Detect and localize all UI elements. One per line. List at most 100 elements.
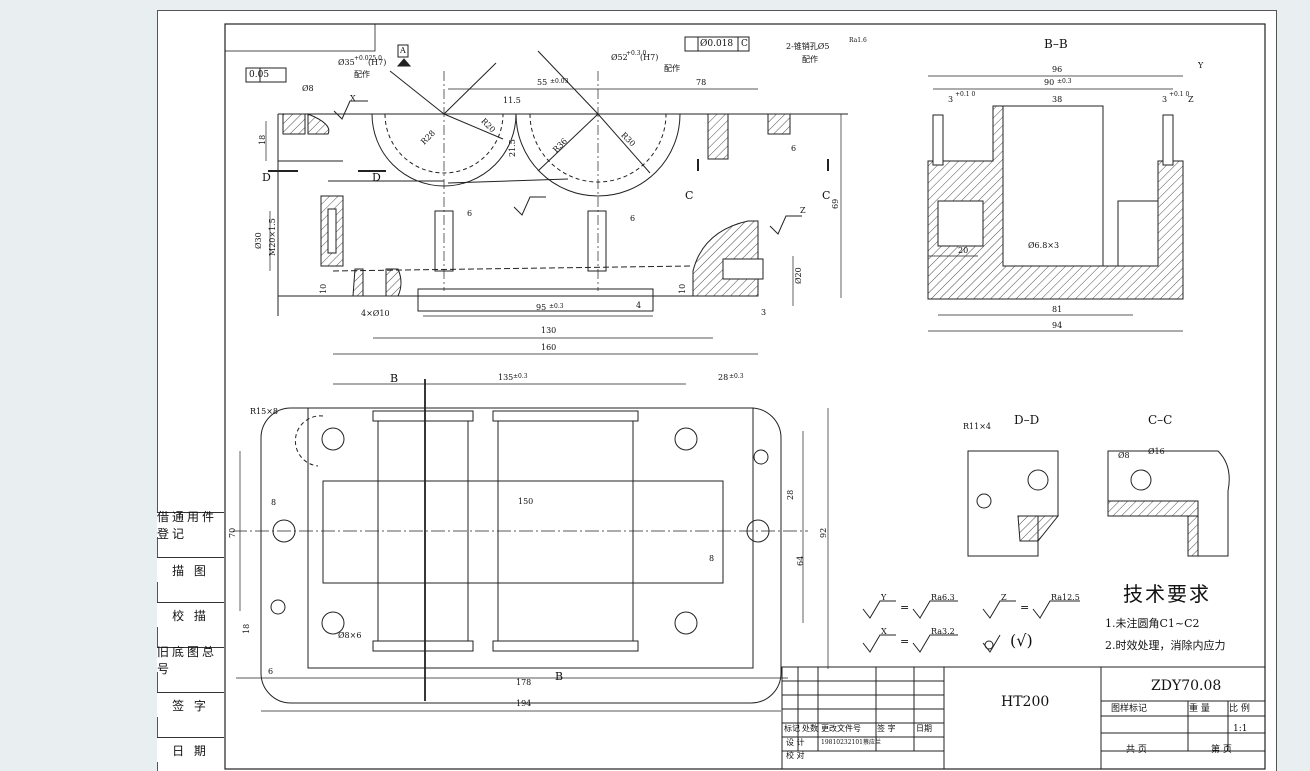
plan-view (233, 379, 829, 712)
pin-sub-note: 配作 (802, 55, 818, 64)
bore1-dim: Ø35 (338, 58, 355, 67)
design-value: 19810232101蔡应兰 (821, 739, 881, 746)
dim-m20: M20×1.5 (268, 218, 277, 256)
plan-dim-194: 194 (516, 699, 532, 708)
plan-section-b-top: B (390, 372, 399, 385)
header-weight: 重 量 (1189, 704, 1210, 714)
dim-55-tol: ±0.03 (550, 78, 569, 85)
plan-dim-28a-tol: ±0.3 (729, 373, 744, 380)
datum-a-label: A (400, 46, 406, 55)
dim-78: 78 (696, 78, 707, 87)
section-d-left: D (262, 171, 271, 184)
dim-160: 160 (541, 343, 557, 352)
bb-dim-94: 94 (1052, 321, 1063, 330)
col-qty: 处数 (802, 724, 818, 733)
bore1-tol: +0.025 0 (354, 55, 382, 62)
dim-10b: 10 (678, 283, 687, 294)
legend-z: Z (1001, 593, 1007, 602)
view-title-cc: C–C (1148, 413, 1173, 427)
plan-section-b-bottom: B (555, 670, 564, 683)
bore1-note: 配作 (354, 70, 370, 79)
cc-section-view (1107, 450, 1230, 557)
plan-dim-178: 178 (516, 678, 532, 687)
header-scale: 比 例 (1229, 704, 1250, 714)
dim-10a: 10 (319, 283, 328, 294)
bore2-tol: +0.3 0 (626, 50, 647, 57)
plan-dim-64: 64 (796, 555, 805, 566)
rough-z-label: Z (800, 206, 806, 215)
plan-dim-135-tol: ±0.3 (513, 373, 528, 380)
dim-4x10: 4×Ø10 (361, 309, 390, 318)
legend-z-value: Ra12.5 (1051, 593, 1080, 602)
plan-dim-70: 70 (228, 527, 237, 538)
cc-dim-16: Ø16 (1148, 447, 1165, 456)
title-block: HT200 ZDY70.08 图样标记 重 量 比 例 1:1 共 页 第 页 … (781, 666, 1264, 760)
design-label: 设 计 (786, 738, 805, 747)
legend-eq2: = (1020, 601, 1030, 614)
rough-x-label: X (350, 94, 356, 103)
legend-eq3: = (900, 635, 910, 648)
reg-general-parts: 借通用件登记 (157, 510, 224, 541)
plan-dim-holes: Ø8×6 (338, 631, 362, 640)
bb-dim-3b: 3 (1162, 95, 1168, 104)
dim-6b: 6 (630, 214, 636, 223)
bb-rough-z: Z (1188, 95, 1194, 104)
reg-check-trace: 校 描 (157, 602, 224, 627)
plan-dim-8a: 8 (271, 498, 277, 507)
reg-old-base-no: 旧底图总号 (157, 645, 224, 676)
plan-dim-28b: 28 (786, 489, 795, 500)
drawing-number: ZDY70.08 (1151, 678, 1222, 694)
plan-dim-8b: 8 (709, 554, 715, 563)
bb-dim-96: 96 (1052, 65, 1063, 74)
total-pages: 共 页 (1126, 745, 1147, 755)
page-number: 第 页 (1211, 745, 1232, 755)
pin-roughness: Ra1.6 (849, 37, 867, 44)
dim-30: Ø30 (254, 232, 263, 249)
bb-dim-38: 38 (1052, 95, 1063, 104)
reg-trace: 描 图 (157, 557, 224, 582)
inner-frame (224, 23, 1266, 770)
legend-y-value: Ra6.3 (931, 593, 955, 602)
technical-requirements: 技术要求 1.未注圆角C1~C2 2.时效处理，消除内应力 (1105, 578, 1226, 653)
bore1-fit: (H7) (368, 58, 387, 67)
bb-dim-20: 20 (958, 246, 969, 255)
dim-95: 95 (536, 303, 547, 312)
dim-95-tol: ±0.3 (549, 303, 564, 310)
section-c-right: C (822, 189, 831, 202)
tol-datum-value: C (741, 39, 748, 49)
dd-section-view (967, 450, 1060, 557)
tech-item-2: 2.时效处理，消除内应力 (1105, 639, 1226, 652)
tol-parallel-value: Ø0.018 (700, 39, 734, 49)
dim-69: 69 (831, 198, 840, 209)
plan-dim-135: 135 (498, 373, 514, 382)
drawing-sheet: B–B D–D C–C 0.05 Ø0.018 C Ø35 +0.025 0 (… (157, 10, 1277, 771)
bb-section-view (927, 75, 1184, 332)
engineering-drawing (224, 23, 1266, 770)
material: HT200 (1001, 694, 1050, 710)
plan-dim-92: 92 (819, 527, 828, 538)
legend-eq1: = (900, 601, 910, 614)
reg-signature: 签 字 (157, 692, 224, 717)
tol-flat-value: 0.05 (249, 70, 270, 80)
top-section-view (245, 36, 848, 355)
dim-6a: 6 (467, 209, 473, 218)
legend-paren: (√) (1010, 631, 1033, 650)
view-title-bb: B–B (1044, 37, 1068, 51)
view-title-dd: D–D (1014, 413, 1040, 427)
pin-note: 2-锥销孔Ø5 (786, 42, 830, 51)
dim-8: Ø8 (302, 84, 314, 93)
bore2-note: 配作 (664, 64, 680, 73)
tech-item-1: 1.未注圆角C1~C2 (1105, 617, 1200, 630)
legend-x-value: Ra3.2 (931, 627, 955, 636)
bb-rough-y: Y (1198, 61, 1204, 70)
bb-hole-dim: Ø6.8×3 (1028, 241, 1060, 250)
plan-dim-r15: R15×8 (250, 407, 278, 416)
dim-55: 55 (537, 78, 548, 87)
legend-y: Y (881, 593, 887, 602)
bb-dim-3a: 3 (948, 95, 954, 104)
dd-dim-r11: R11×4 (963, 422, 991, 431)
plan-dim-150: 150 (518, 497, 534, 506)
section-d-right: D (372, 171, 381, 184)
tech-title: 技术要求 (1123, 582, 1211, 606)
dim-4: 4 (636, 301, 642, 310)
